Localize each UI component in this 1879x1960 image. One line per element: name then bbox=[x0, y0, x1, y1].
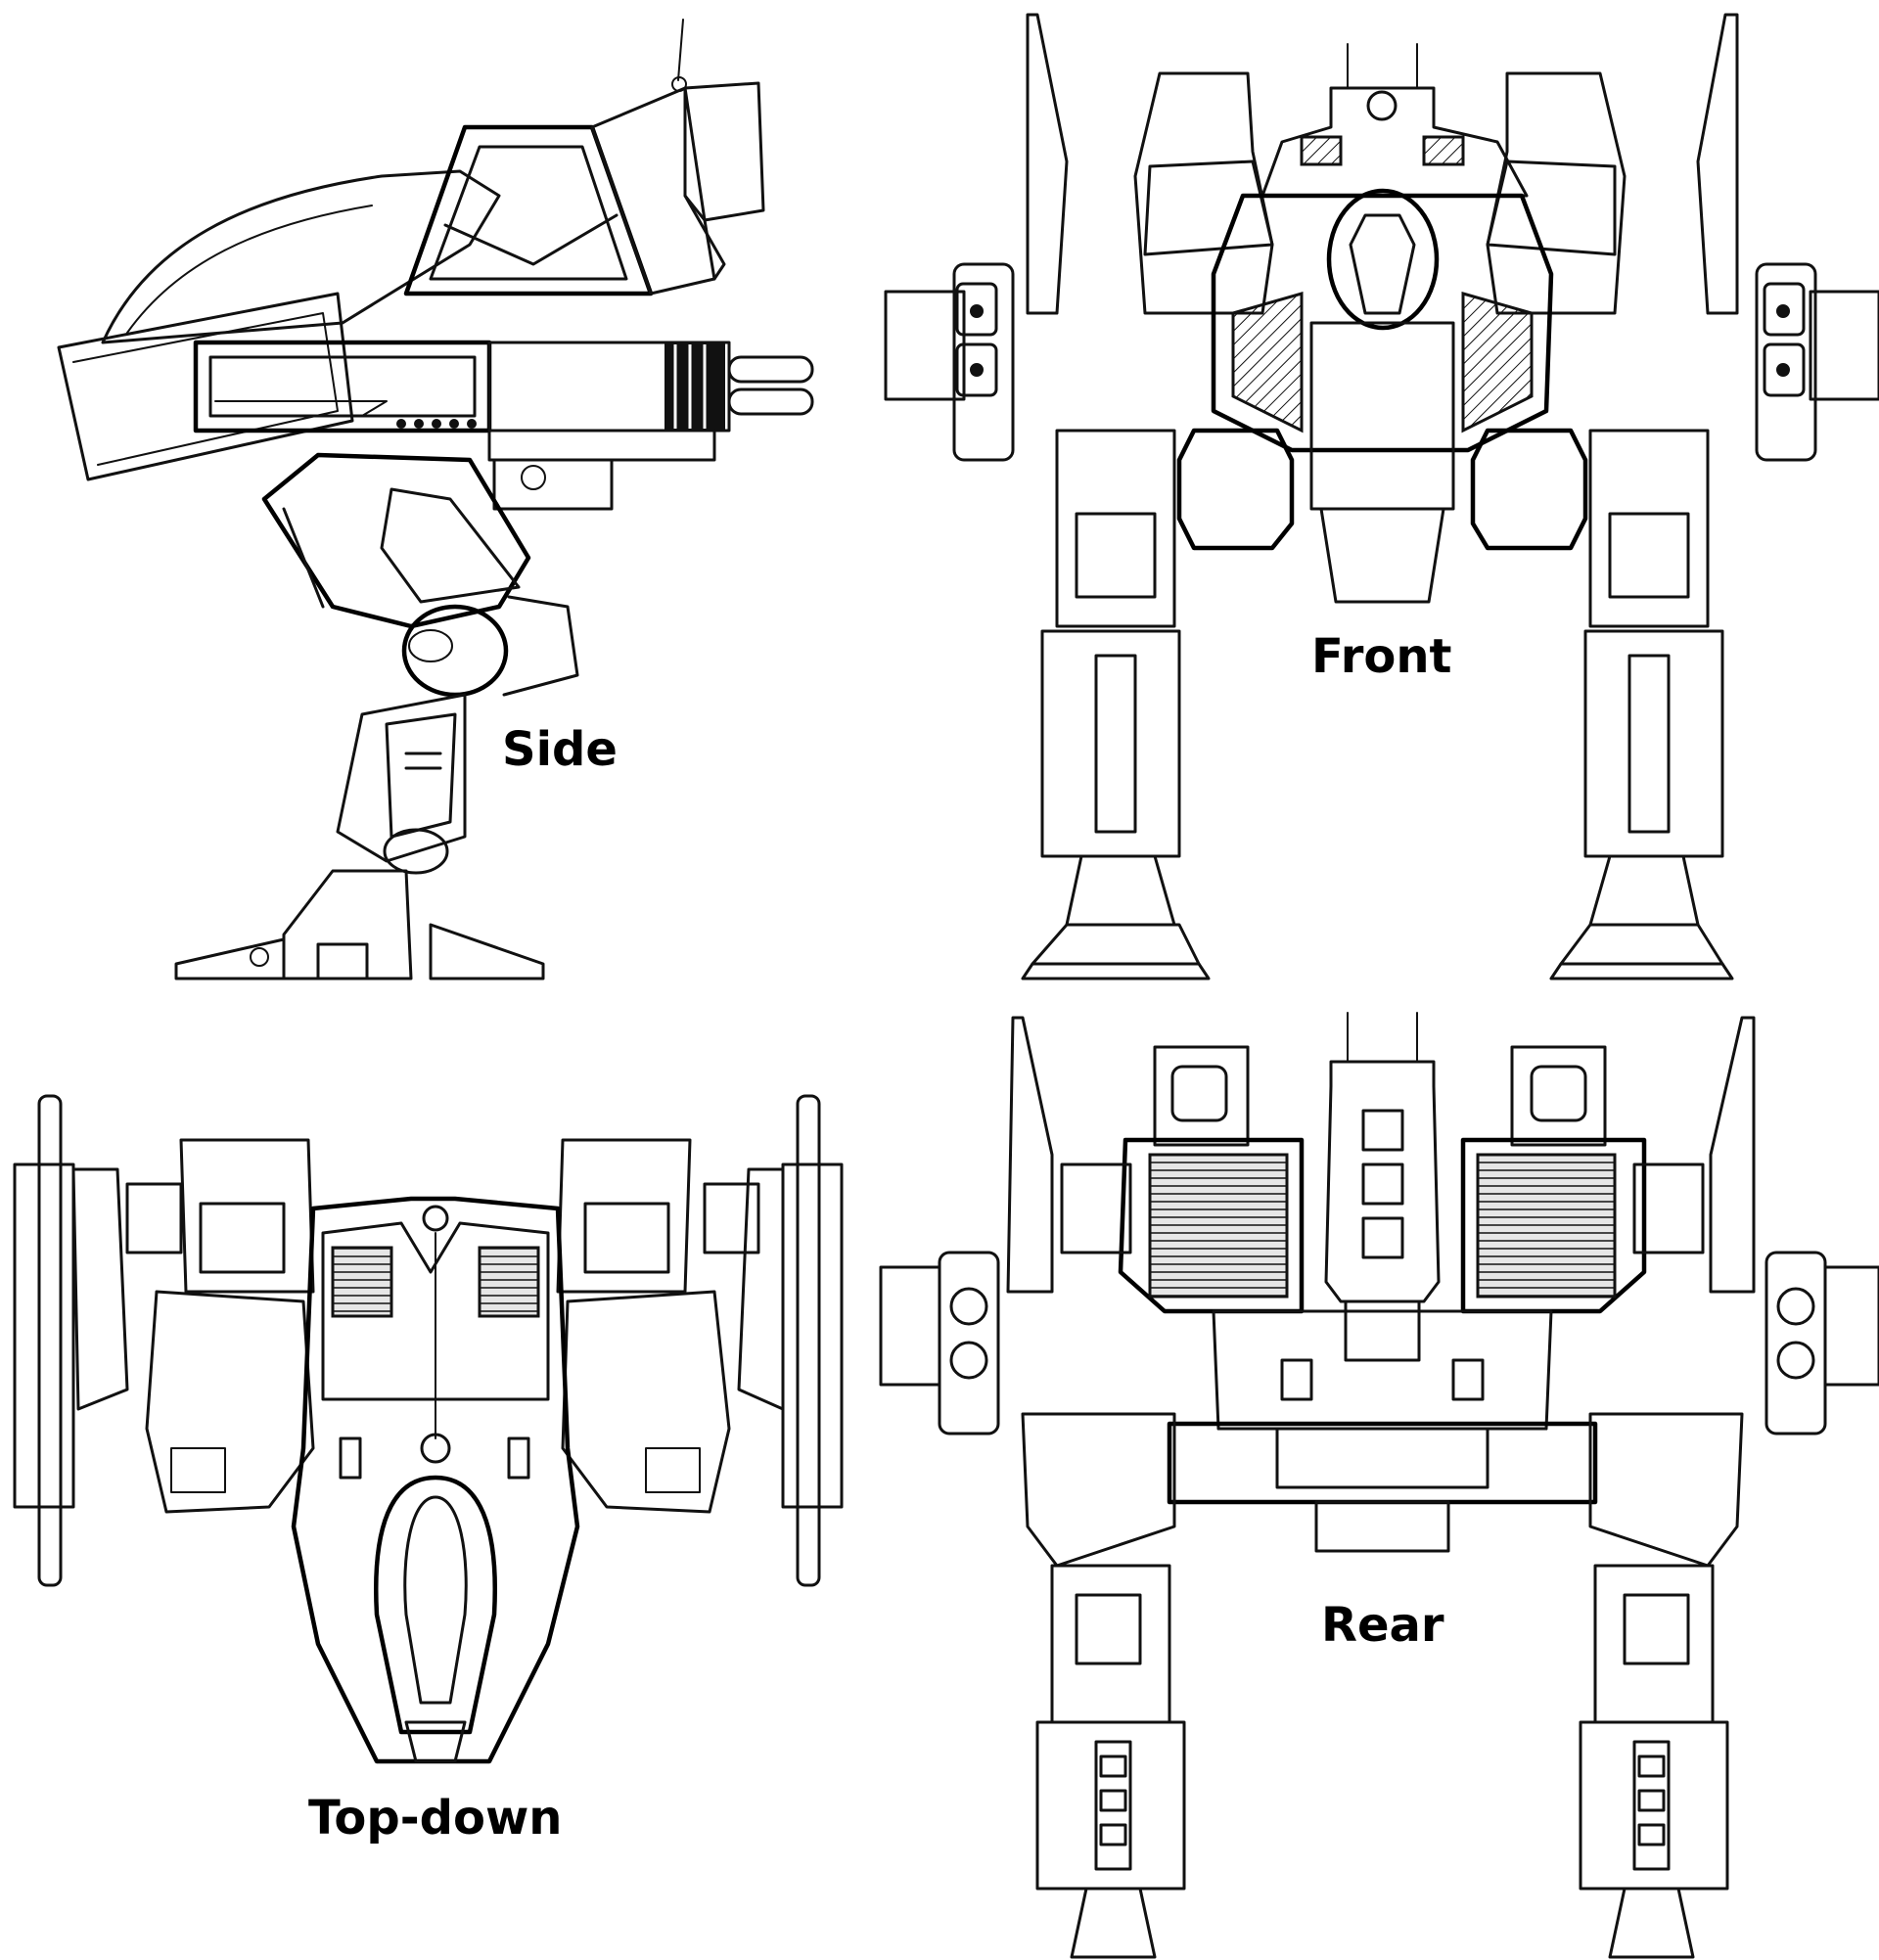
top-down-view-drawing bbox=[13, 1094, 844, 1764]
top-down-view-label: Top-down bbox=[308, 1791, 563, 1846]
side-view-label: Side bbox=[502, 722, 618, 777]
side-view-drawing bbox=[57, 19, 814, 980]
rear-view-label: Rear bbox=[1321, 1598, 1444, 1653]
rear-view-drawing bbox=[879, 1012, 1879, 1959]
front-view-label: Front bbox=[1311, 629, 1452, 684]
front-view-drawing bbox=[884, 13, 1879, 980]
